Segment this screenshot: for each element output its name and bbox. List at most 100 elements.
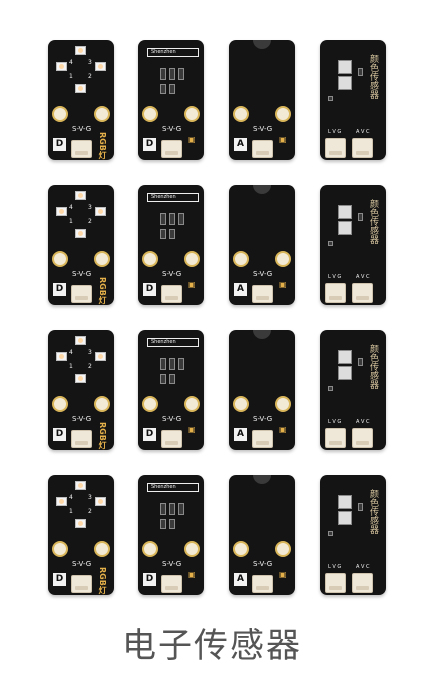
led-number-label: 1 xyxy=(69,508,73,515)
sensor-dome xyxy=(253,185,271,194)
mount-hole-left xyxy=(233,396,249,412)
pin-label: S-V-G xyxy=(72,270,92,278)
led-number-label: 4 xyxy=(69,204,73,211)
rgb-led-left xyxy=(56,497,67,506)
connector-right xyxy=(352,138,373,158)
pin-label-left: L V G xyxy=(328,129,342,135)
pin-label-right: A V C xyxy=(356,564,370,570)
pin-label: S-V-G xyxy=(253,270,273,278)
rgb-led-right xyxy=(95,62,106,71)
chip-label: Shenzhen xyxy=(147,193,199,202)
pin-label: S-V-G xyxy=(253,560,273,568)
smd-component xyxy=(178,358,184,370)
pin-label: S-V-G xyxy=(72,415,92,423)
connector xyxy=(161,430,182,448)
module-name-label: 颜色传感器 xyxy=(368,344,378,389)
rgb-led-top xyxy=(75,191,86,200)
mount-hole-left xyxy=(233,541,249,557)
led-number-label: 2 xyxy=(88,218,92,225)
smd-component xyxy=(178,503,184,515)
smd-component xyxy=(169,503,175,515)
connector-right xyxy=(352,428,373,448)
smd-component xyxy=(169,213,175,225)
brand-logo: ▣ xyxy=(279,280,287,289)
connector xyxy=(161,140,182,158)
module-name-label: RGB灯 xyxy=(98,422,107,449)
smd-component xyxy=(358,68,363,76)
mount-hole-right xyxy=(184,251,200,267)
rgb-led-bottom xyxy=(75,229,86,238)
module-name-label: 颜色传感器 xyxy=(368,199,378,244)
smd-component xyxy=(358,358,363,366)
smd-component xyxy=(160,358,166,370)
connector xyxy=(161,285,182,303)
smd-component xyxy=(358,213,363,221)
brand-logo: ▣ xyxy=(188,570,196,579)
pin-label-right: A V C xyxy=(356,274,370,280)
mount-hole-right xyxy=(275,541,291,557)
digital-mode-badge: D xyxy=(53,283,66,296)
sensor-chip xyxy=(338,366,352,380)
rgb-led-top xyxy=(75,336,86,345)
led-number-label: 3 xyxy=(88,349,92,356)
pin-label-right: A V C xyxy=(356,419,370,425)
mount-hole-left xyxy=(52,106,68,122)
brand-logo: ▣ xyxy=(279,135,287,144)
led-number-label: 3 xyxy=(88,204,92,211)
smd-component xyxy=(328,241,333,246)
mount-hole-right xyxy=(275,396,291,412)
pin-label: S-V-G xyxy=(253,415,273,423)
connector xyxy=(252,285,273,303)
pin-label-right: A V C xyxy=(356,129,370,135)
smd-component xyxy=(328,386,333,391)
pin-label-left: L V G xyxy=(328,564,342,570)
pin-label: S-V-G xyxy=(72,125,92,133)
module-name-label: 颜色传感器 xyxy=(368,489,378,534)
analog-mode-badge: A xyxy=(234,138,247,151)
module-name-label: RGB灯 xyxy=(98,567,107,594)
rgb-led-bottom xyxy=(75,84,86,93)
chip-label: Shenzhen xyxy=(147,48,199,57)
rgb-led-top xyxy=(75,481,86,490)
chip-label: Shenzhen xyxy=(147,338,199,347)
mount-hole-left xyxy=(142,251,158,267)
led-number-label: 4 xyxy=(69,59,73,66)
digital-mode-badge: D xyxy=(143,573,156,586)
mount-hole-left xyxy=(233,106,249,122)
mount-hole-left xyxy=(52,396,68,412)
connector xyxy=(71,575,92,593)
smd-component xyxy=(160,213,166,225)
brand-logo: ▣ xyxy=(188,135,196,144)
brand-logo: ▣ xyxy=(279,570,287,579)
led-number-label: 2 xyxy=(88,363,92,370)
smd-component xyxy=(160,519,166,529)
connector xyxy=(161,575,182,593)
smd-component xyxy=(169,374,175,384)
smd-component xyxy=(160,68,166,80)
sensor-chip xyxy=(338,76,352,90)
connector-right xyxy=(352,573,373,593)
mount-hole-left xyxy=(142,541,158,557)
digital-mode-badge: D xyxy=(53,573,66,586)
caption-title: 电子传感器 xyxy=(122,626,302,666)
smd-component xyxy=(178,213,184,225)
rgb-led-top xyxy=(75,46,86,55)
led-number-label: 2 xyxy=(88,508,92,515)
rgb-led-right xyxy=(95,207,106,216)
mount-hole-right xyxy=(94,396,110,412)
led-number-label: 1 xyxy=(69,363,73,370)
pin-label: S-V-G xyxy=(162,560,182,568)
sensor-dome xyxy=(253,330,271,339)
mount-hole-left xyxy=(233,251,249,267)
mount-hole-left xyxy=(142,106,158,122)
digital-mode-badge: D xyxy=(53,428,66,441)
smd-component xyxy=(160,84,166,94)
chip-label: Shenzhen xyxy=(147,483,199,492)
